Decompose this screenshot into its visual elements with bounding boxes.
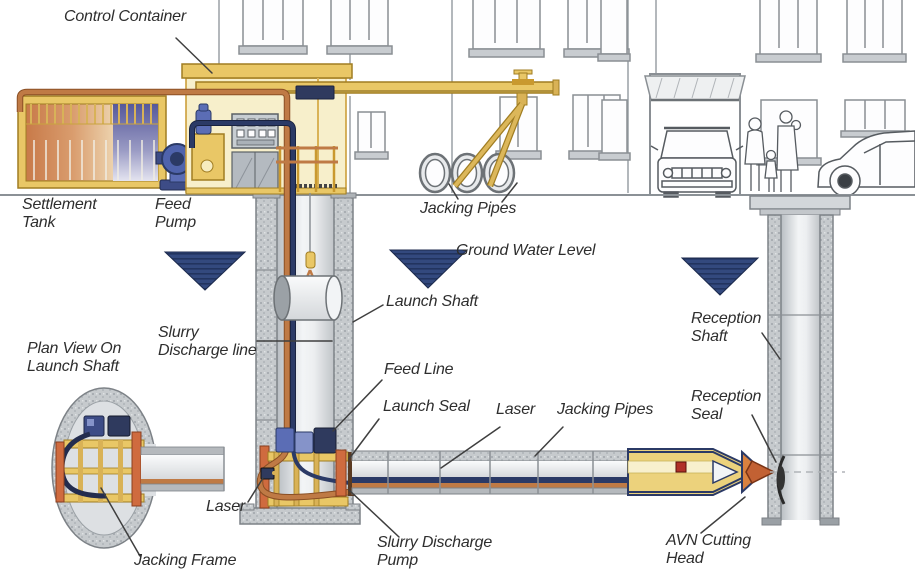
label-laser-plan: Laser bbox=[206, 498, 246, 515]
label-slurry-discharge-pump: Slurry Discharge Pump bbox=[377, 534, 493, 570]
plan-view bbox=[51, 387, 225, 549]
label-jacking-frame: Jacking Frame bbox=[134, 552, 237, 569]
avn-cutting-head-cone bbox=[741, 449, 776, 495]
avn-machine bbox=[627, 448, 845, 496]
shop-front bbox=[644, 73, 746, 196]
reception-seal-ring bbox=[776, 455, 786, 505]
reception-shaft-cover bbox=[749, 195, 851, 210]
parked-car-front bbox=[650, 126, 744, 198]
tunnel-pipe-string bbox=[351, 450, 629, 495]
label-control-container: Control Container bbox=[64, 8, 186, 25]
groundwater-triangle bbox=[388, 249, 469, 289]
label-feed-line: Feed Line bbox=[384, 361, 454, 378]
label-reception-seal: Reception Seal bbox=[691, 388, 762, 424]
feed-line-pipe bbox=[189, 120, 296, 444]
pedestrians bbox=[744, 110, 802, 192]
street-ground-line bbox=[0, 194, 915, 216]
label-launch-seal: Launch Seal bbox=[383, 398, 470, 415]
feed-pump-machine bbox=[155, 143, 199, 191]
label-laser-tunnel: Laser bbox=[496, 401, 536, 418]
settlement-tank bbox=[17, 95, 167, 189]
launch-seal-collar bbox=[335, 449, 355, 497]
hose-reel bbox=[295, 85, 335, 100]
label-launch-shaft: Launch Shaft bbox=[386, 293, 478, 310]
jacking-pipes-stack bbox=[418, 152, 516, 194]
label-jacking-pipes-surface: Jacking Pipes bbox=[420, 200, 517, 217]
label-ground-water-level: Ground Water Level bbox=[456, 242, 596, 259]
groundwater-markers bbox=[163, 249, 760, 296]
leader-lines bbox=[100, 37, 781, 557]
label-jacking-pipes-tunnel: Jacking Pipes bbox=[557, 401, 654, 418]
bentonite-tank bbox=[191, 133, 225, 181]
avn-detail bbox=[675, 461, 687, 473]
lifting-sling bbox=[452, 101, 526, 189]
shaft-railing bbox=[276, 146, 338, 192]
shaft-floor bbox=[239, 507, 361, 525]
label-settlement-tank: Settlement Tank bbox=[22, 196, 97, 232]
label-plan-view-title: Plan View On Launch Shaft bbox=[27, 340, 122, 376]
plan-exit-pipe bbox=[140, 446, 225, 492]
laser-instrument bbox=[260, 467, 276, 480]
parked-car-side bbox=[817, 130, 915, 197]
label-reception-shaft: Reception Shaft bbox=[691, 310, 762, 346]
groundwater-triangle bbox=[680, 257, 760, 296]
pipe-being-lowered bbox=[273, 193, 343, 321]
reception-shaft-structure bbox=[761, 214, 840, 526]
groundwater-triangle bbox=[163, 251, 247, 291]
label-avn-cutting-head: AVN Cutting Head bbox=[666, 532, 751, 568]
label-slurry-discharge-line: Slurry Discharge line bbox=[158, 324, 257, 360]
label-feed-pump: Feed Pump bbox=[155, 196, 196, 232]
building-windows bbox=[238, 0, 910, 166]
slurry-discharge-pipe bbox=[16, 88, 291, 444]
